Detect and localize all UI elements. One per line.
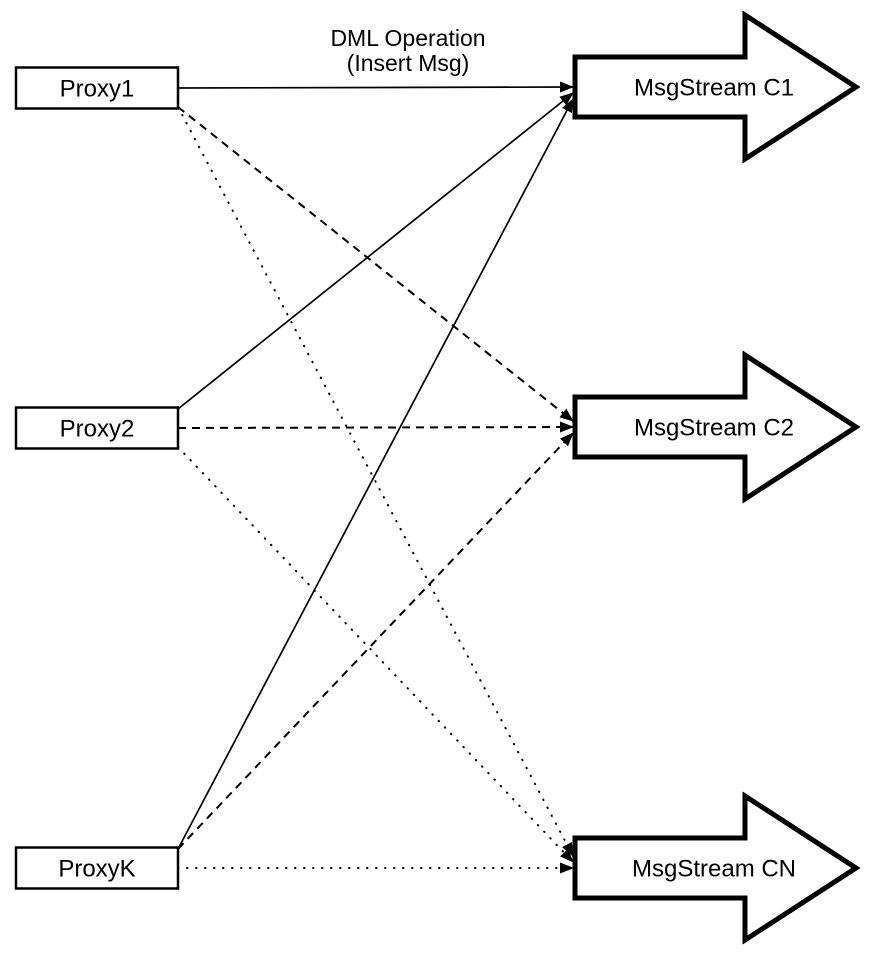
edge-proxy2-to-c2-dashed [177, 421, 574, 433]
edge-layer [177, 81, 574, 874]
edge-proxy2-to-c1-solid [177, 92, 574, 410]
msgstream-label-c2: MsgStream C2 [634, 415, 794, 442]
msgstream-arrow-cn [572, 791, 861, 945]
edge-proxyk-to-c1-solid [177, 98, 574, 850]
edge-proxyk-to-c2-dashed [177, 432, 574, 850]
edge-proxy2-to-cn-dotted [177, 446, 574, 863]
msgstream-arrow-c1 [572, 10, 861, 164]
proxy-label-proxy1: Proxy1 [60, 76, 135, 103]
edge-proxy1-to-c2-dashed [177, 106, 574, 422]
proxy-label-proxy2: Proxy2 [60, 416, 135, 443]
dml-operation-label-line2: (Insert Msg) [347, 50, 470, 76]
msgstream-label-c1: MsgStream C1 [634, 75, 794, 102]
msgstream-label-cn: MsgStream CN [632, 856, 796, 883]
proxy-label-proxyk: ProxyK [58, 856, 135, 883]
dml-operation-label-line1: DML Operation [330, 25, 485, 51]
msgstream-arrow-c2 [572, 350, 861, 504]
msgstream-layer: MsgStream C1 MsgStream C2 MsgStream CN [572, 10, 861, 945]
edge-proxy1-to-cn-dotted [177, 106, 574, 857]
proxy-box-proxy1 [14, 66, 180, 110]
edge-proxy1-to-c1-solid [177, 81, 574, 93]
